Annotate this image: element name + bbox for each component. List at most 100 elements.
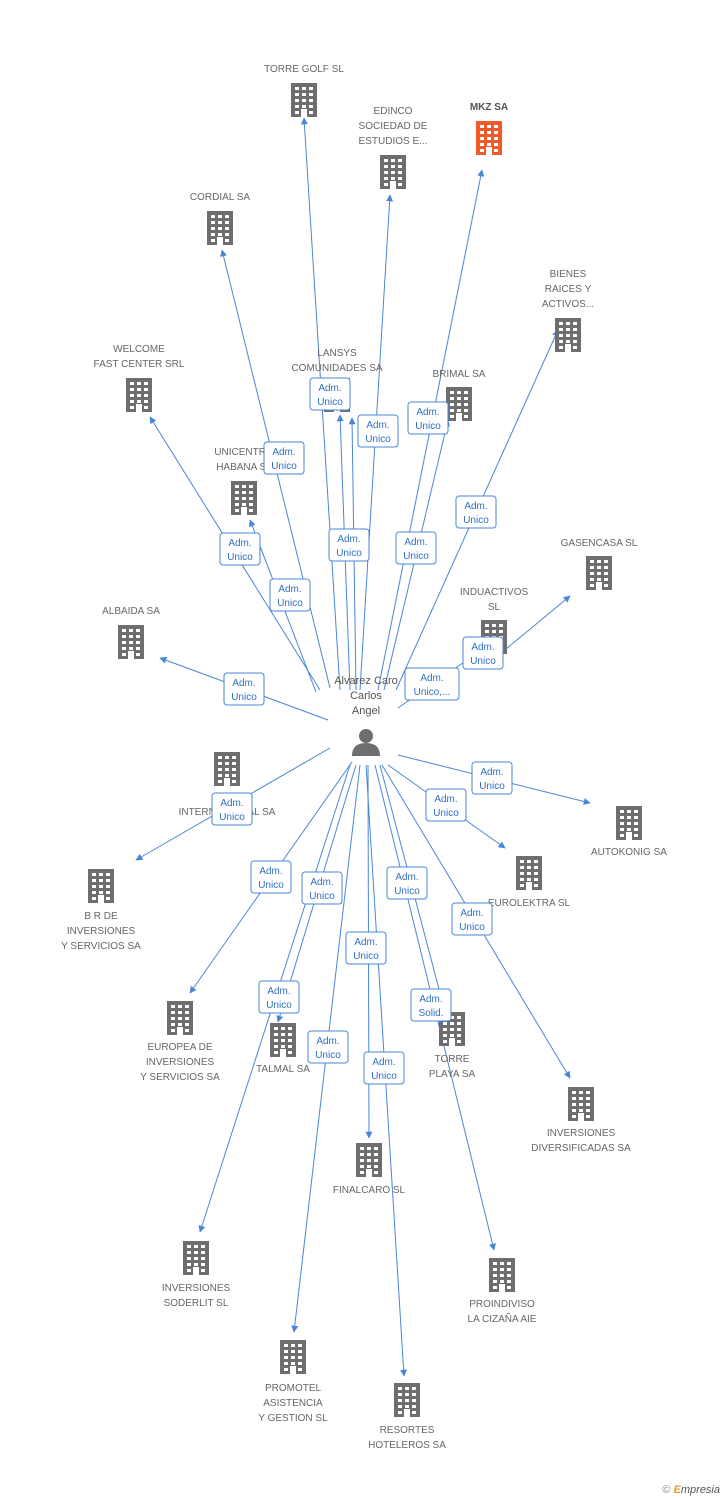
edge-label-text: Adm.	[404, 537, 427, 548]
edge-label-text: Unico	[433, 808, 459, 819]
node-autokonig[interactable]: AUTOKONIG SA	[591, 806, 667, 858]
edge-label-mkz[interactable]: Adm. Unico	[407, 401, 449, 435]
edge-label-torre-playa[interactable]: Adm. Unico	[451, 902, 493, 936]
edge-label-finalcaro[interactable]: Adm.Unico	[258, 980, 300, 1014]
edge-label-text: Adm.	[366, 420, 389, 431]
node-eurolektra[interactable]: EUROLEKTRA SL	[488, 856, 571, 909]
node-label: INDUACTIVOS	[460, 587, 529, 598]
person-name: Alvarez Caro	[334, 675, 398, 687]
node-label: PLAYA SA	[429, 1069, 476, 1080]
edge-label-text: Adm.	[259, 866, 282, 877]
node-label: RAICES Y	[545, 284, 592, 295]
node-label: MKZ SA	[470, 102, 508, 113]
node-label: B R DE	[84, 911, 118, 922]
edge-label-promotel[interactable]: Adm.Unico	[363, 1051, 405, 1085]
node-label: LANSYS	[317, 348, 357, 359]
node-label: UNICENTRO	[214, 447, 274, 458]
node-cordial[interactable]: CORDIAL SA	[190, 192, 251, 245]
edge-label-albaida[interactable]: Adm.Unico	[223, 672, 265, 706]
building-icon	[555, 318, 581, 352]
node-label: FINALCARO SL	[333, 1185, 406, 1196]
edge-label-text: Solid.	[418, 1008, 443, 1019]
edge-label-text: Adm.	[416, 407, 439, 418]
edge-label-text: Adm.	[419, 994, 442, 1005]
edge-label-text: Unico	[459, 922, 485, 933]
edge-label-autokonig[interactable]: Adm.Unico	[471, 761, 513, 795]
edge-label-text: Adm.	[471, 642, 494, 653]
node-label: EDINCO	[374, 106, 413, 117]
edge-label-induactivos[interactable]: Adm.Unico,...	[404, 667, 460, 701]
empresia-logo[interactable]: Empresia	[673, 1484, 720, 1496]
node-torre-golf[interactable]: TORRE GOLF SL	[264, 64, 344, 117]
edge-label-text: Unico	[415, 421, 441, 432]
building-icon	[207, 211, 233, 245]
edge-label-text: Unico	[258, 880, 284, 891]
edge-label-cordial[interactable]: Adm.Unico	[263, 441, 305, 475]
edge-label-text: Unico	[403, 551, 429, 562]
edge-label-inv-diversificadas[interactable]: Adm.Unico	[345, 931, 387, 965]
node-albaida[interactable]: ALBAIDA SA	[102, 606, 160, 659]
node-gasencasa[interactable]: GASENCASA SL	[561, 538, 638, 590]
node-label: TORRE	[435, 1054, 470, 1065]
edge-label-text: Adm.	[316, 1036, 339, 1047]
edge-label-unicentro[interactable]: Adm.Unico	[269, 578, 311, 612]
edge-label-edinco[interactable]: Adm.Unico	[357, 414, 399, 448]
edge-label-text: Adm.	[460, 908, 483, 919]
building-icon	[291, 83, 317, 117]
node-finalcaro[interactable]: FINALCARO SL	[333, 1143, 406, 1196]
node-label: Y GESTION SL	[258, 1413, 328, 1424]
node-label: RESORTES	[380, 1425, 435, 1436]
edge-label-text: Adm.	[354, 937, 377, 948]
edge-label-gasencasa[interactable]: Adm.Unico	[462, 636, 504, 670]
edge-label-br[interactable]: Adm. Unico	[250, 860, 292, 894]
edge-label-text: Unico	[271, 461, 297, 472]
building-icon	[88, 869, 114, 903]
edge-label-lansys[interactable]: Adm.Unico	[328, 528, 370, 562]
node-label: SL	[488, 602, 501, 613]
node-label: INVERSIONES	[67, 926, 136, 937]
edge-label-text: Unico	[371, 1071, 397, 1082]
edge-label-text: Unico	[463, 515, 489, 526]
node-label: INVERSIONES	[547, 1128, 616, 1139]
edge-label-bienes[interactable]: Adm.Unico	[455, 495, 497, 529]
edge-label-talmal[interactable]: Adm. Unico	[386, 866, 428, 900]
node-label: COMUNIDADES SA	[291, 363, 382, 374]
edge-label-soderlit[interactable]: Adm. Solid.	[410, 988, 452, 1022]
node-label: ACTIVOS...	[542, 299, 594, 310]
edge-label-brimal[interactable]: Adm. Unico	[395, 531, 437, 565]
node-mkz[interactable]: MKZ SA	[470, 102, 508, 155]
edge-label-lansys[interactable]: Adm.Unico	[309, 377, 351, 411]
edge-gasencasa	[499, 595, 571, 655]
node-talmal[interactable]: TALMAL SA	[256, 1023, 310, 1075]
node-label: ESTUDIOS E...	[359, 136, 428, 147]
edge-label-internacional[interactable]: Adm.Unico	[211, 792, 253, 826]
edge-label-europea[interactable]: Adm.Unico	[301, 871, 343, 905]
building-icon	[356, 1143, 382, 1177]
edge-label-text: Unico	[394, 886, 420, 897]
node-brimal[interactable]: BRIMAL SA	[433, 369, 486, 421]
edge-label-proindiviso[interactable]: Adm.Unico	[307, 1030, 349, 1064]
node-torre-playa[interactable]: TORRE PLAYA SA	[429, 1012, 476, 1080]
node-label: PROMOTEL	[265, 1383, 322, 1394]
building-icon	[616, 806, 642, 840]
edge-label-welcome[interactable]: Adm.Unico	[219, 532, 261, 566]
node-label: PROINDIVISO	[469, 1299, 535, 1310]
edge-label-text: Unico	[479, 781, 505, 792]
node-label: INVERSIONES	[162, 1283, 231, 1294]
building-icon	[476, 121, 502, 155]
edge-label-eurolektra[interactable]: Adm.Unico	[425, 788, 467, 822]
edge-label-text: Adm.	[395, 872, 418, 883]
